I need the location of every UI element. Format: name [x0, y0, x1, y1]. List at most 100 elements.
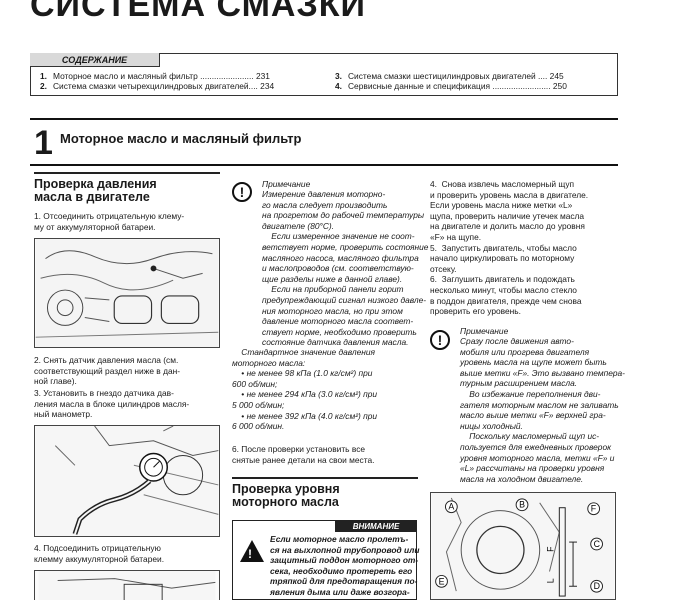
warning-text: Если моторное масло пролетъ-ся на выхлоп…	[270, 534, 419, 598]
text-line: 5. Запустить двигатель, чтобы масло	[430, 242, 577, 253]
svg-text:F: F	[545, 546, 555, 552]
text-line: на двигателе и долить масло до уровня	[430, 221, 585, 232]
text-line: явления дыма или даже возгора-	[270, 586, 410, 597]
page-title: СИСТЕМА СМАЗКИ	[30, 0, 366, 24]
text-line: гателя моторным маслом не заливать	[460, 399, 619, 410]
figure-oil-gauge	[34, 425, 220, 537]
text-line: несколько минут, чтобы масло стекло	[430, 284, 577, 295]
text-line: давление моторного масла соответ-	[262, 316, 414, 327]
text-line: 5 000 об/мин;	[232, 399, 285, 410]
svg-text:C: C	[594, 539, 601, 549]
step-3: 3. Установить в гнездо датчика дав-ления…	[34, 388, 190, 420]
text-line: Поскольку масломерный щуп ис-	[460, 431, 600, 442]
chapter-number: 1	[34, 124, 53, 162]
toc-item-4[interactable]: 4.Сервисные данные и спецификация ......…	[335, 81, 567, 91]
text-line: уровень масла на щупе может быть	[460, 357, 607, 368]
text-line: Измерение давления моторно-	[262, 189, 386, 199]
text-line: отсеку.	[430, 263, 457, 274]
callout-d: D	[590, 579, 603, 593]
text-line: ветствует норме, проверить состояние	[262, 241, 429, 252]
text-line: и маслопроводов (см. соответствую-	[262, 263, 414, 274]
text-line: • не менее 294 кПа (3.0 кг/см²) при	[232, 389, 378, 400]
text-line: масляного насоса, масляного фильтра	[262, 252, 419, 263]
text-line: мобиля или прогрева двигателя	[460, 346, 590, 357]
figure-dipstick: F L A B C D E F	[430, 492, 616, 600]
text-line: 4. Снова извлечь масломерный щуп	[430, 179, 575, 189]
note-label: Примечание	[262, 179, 311, 189]
callout-b: B	[515, 498, 529, 512]
text-line: пользуется для ежедневных проверок	[460, 441, 612, 452]
text-line: го масла следует производить	[262, 199, 388, 210]
text-line: Во избежание переполнения дви-	[460, 388, 601, 399]
text-line: 6. Заглушить двигатель и подождать	[430, 274, 575, 285]
text-line: 600 об/мин;	[232, 378, 278, 389]
toc-heading: СОДЕРЖАНИЕ	[30, 53, 160, 67]
text-line: «L» рассчитаны на проверки уровня	[460, 463, 605, 474]
oil-gauge-illustration	[35, 426, 219, 536]
svg-text:B: B	[519, 500, 525, 510]
text-line: щупа, проверить наличие утечек масла	[430, 210, 585, 221]
warning-label: ВНИМАНИЕ	[335, 520, 417, 532]
text-line: уровня моторного масла, метки «F» и	[460, 452, 615, 463]
callout-c: C	[590, 537, 603, 551]
text-line: состояние датчика давления масла.	[262, 337, 409, 348]
svg-text:L: L	[545, 578, 555, 583]
text-line: масла на холодном двигателе.	[460, 473, 584, 484]
text-line: ницы холодный.	[460, 420, 523, 431]
text-line: на прогретом до рабочей температуры	[262, 210, 425, 221]
text-line: • не менее 392 кПа (4.0 кг/см²) при	[232, 410, 378, 421]
svg-text:F: F	[591, 504, 597, 514]
text-line: в поддон двигателя, прежде чем снова	[430, 295, 582, 306]
callout-f: F	[587, 502, 601, 516]
text-line: щие разделы ниже в данной главе).	[262, 273, 403, 284]
note-label: Примечание	[460, 326, 509, 336]
note-text: Сразу после движения авто-мобиля или про…	[460, 336, 625, 484]
text-line: двигателе (80°C).	[262, 220, 335, 231]
text-line: моторного масла:	[232, 357, 306, 368]
text-line: выше метки «F». Это вызвано темпера-	[460, 367, 625, 378]
text-line: сека, необходимо протереть его	[270, 565, 413, 576]
step-1: 1. Отсоединить отрицательную клему-мy от…	[34, 211, 185, 232]
chapter-header	[30, 118, 618, 166]
dipstick-illustration: F L A B C D E F	[431, 493, 615, 599]
note-icon: !	[232, 182, 252, 202]
text-line: Стандартное значение давления	[232, 347, 376, 357]
toc-item-3[interactable]: 3.Система смазки шестицилиндровых двигат…	[335, 71, 564, 81]
toc-box	[30, 53, 618, 96]
svg-text:E: E	[439, 576, 445, 586]
text-line: «F» на щупе.	[430, 231, 482, 242]
text-line: и проверить уровень масла в двигателе.	[430, 189, 589, 200]
text-line: ствует норме, необходимо проверить	[262, 326, 417, 337]
text-line: 6 000 об/мин.	[232, 421, 285, 432]
figure-engine-top	[34, 238, 220, 348]
toc-item-2[interactable]: 2.Система смазки четырехцилиндровых двиг…	[40, 81, 275, 91]
text-line: Если уровень масла ниже метки «L»	[430, 200, 573, 211]
text-line: ся на выхлопной трубопровод или	[270, 544, 420, 555]
text-line: проверить его уровень.	[430, 306, 521, 317]
warning-exclamation-icon: !	[248, 547, 252, 561]
text-line: начало циркулировать по моторному	[430, 253, 575, 264]
text-line: масло выше метки «F» верхней гра-	[460, 410, 606, 421]
step-2: 2. Снять датчик давления масла (см.соотв…	[34, 355, 181, 387]
svg-text:A: A	[448, 502, 454, 512]
toc-item-1[interactable]: 1.Моторное масло и масляный фильтр .....…	[40, 71, 270, 81]
section-rule	[232, 477, 418, 479]
figure-battery	[34, 570, 220, 600]
callout-a: A	[444, 500, 458, 514]
text-line: защитный поддон моторного от-	[270, 555, 419, 566]
text-line: Сразу после движения авто-	[460, 336, 574, 346]
text-line: ния моторного масла, но при этом	[262, 305, 403, 316]
text-line: Если измеренное значение не соот-	[262, 231, 415, 242]
note-icon: !	[430, 330, 450, 350]
battery-illustration	[38, 571, 216, 600]
engine-top-illustration	[35, 239, 219, 347]
warning-icon	[240, 540, 264, 562]
callout-e: E	[435, 574, 448, 588]
text-line: предупреждающий сигнал низкого давле-	[262, 294, 427, 305]
section-rule	[34, 172, 220, 174]
